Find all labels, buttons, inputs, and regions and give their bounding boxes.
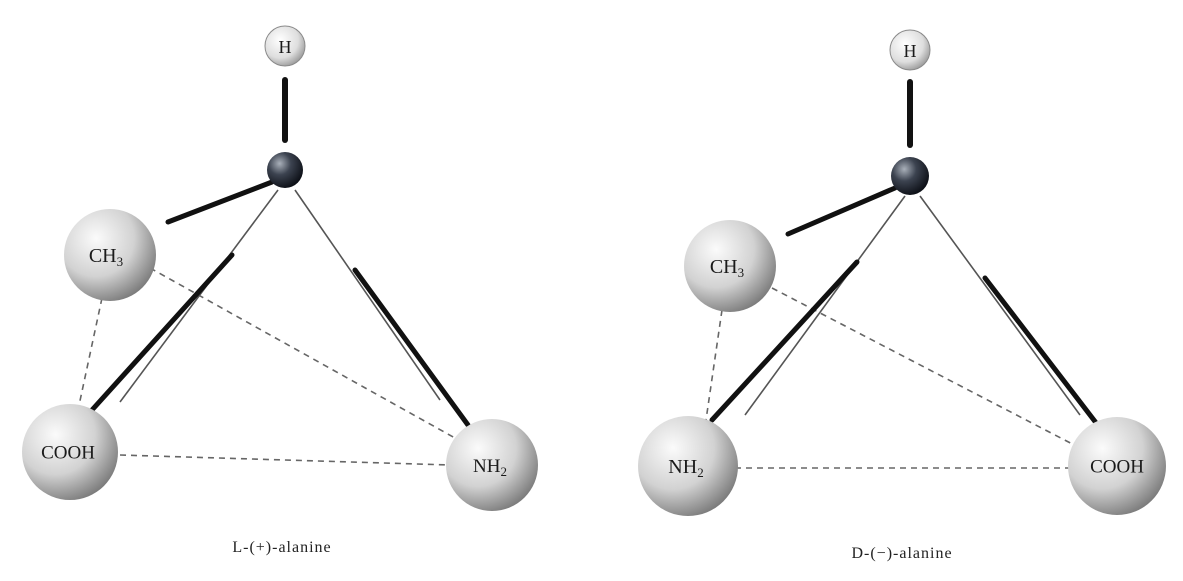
dashed-edge-ch3-cooh [77,297,103,411]
bond-c-nh2-thin [744,195,906,416]
atom-nh2: NH2 [446,419,538,511]
atom-cooh: COOH [22,404,118,500]
svg-text:NH2: NH2 [668,456,703,480]
dashed-edge-cooh-nh2 [119,454,451,466]
caption-d-alanine: D-(−)-alanine [851,545,952,562]
atom-h: H [889,29,931,71]
svg-text:CH3: CH3 [89,245,123,269]
svg-text:COOH: COOH [1090,457,1144,478]
atom-ch3: CH3 [64,209,156,301]
bond-c-ch3 [785,185,898,237]
atom-nh2: NH2 [638,416,738,516]
dashed-edge-ch3-nh2 [705,309,723,421]
svg-text:H: H [904,41,917,61]
dashed-edge-ch3-nh2 [149,267,456,439]
molecule-d-alanine: H CH3 NH2 COOH D-(−)-alanine [638,29,1166,562]
bond-c-ch3 [165,179,275,225]
bond-c-cooh-thin [119,189,279,403]
bond-c-cooh-thick [982,275,1103,431]
molecule-l-alanine: H CH3 COOH NH2 L-(+)-alanine [22,25,538,556]
bond-c-cooh-thin [919,195,1081,416]
dashed-edge-ch3-cooh [771,287,1081,449]
atom-h: H [264,25,306,67]
bond-c-nh2-thick [709,259,860,423]
svg-text:NH2: NH2 [473,456,507,479]
atom-ch3: CH3 [684,220,776,312]
bond-c-cooh-thick [89,252,235,413]
atom-carbon [267,152,303,188]
svg-text:CH3: CH3 [710,256,744,280]
svg-text:COOH: COOH [41,443,95,464]
atom-carbon [891,157,929,195]
bond-c-nh2-thin [294,189,441,401]
caption-l-alanine: L-(+)-alanine [232,539,331,556]
svg-text:H: H [279,37,292,57]
atom-cooh: COOH [1068,417,1166,515]
bond-c-nh2-thick [352,267,471,428]
